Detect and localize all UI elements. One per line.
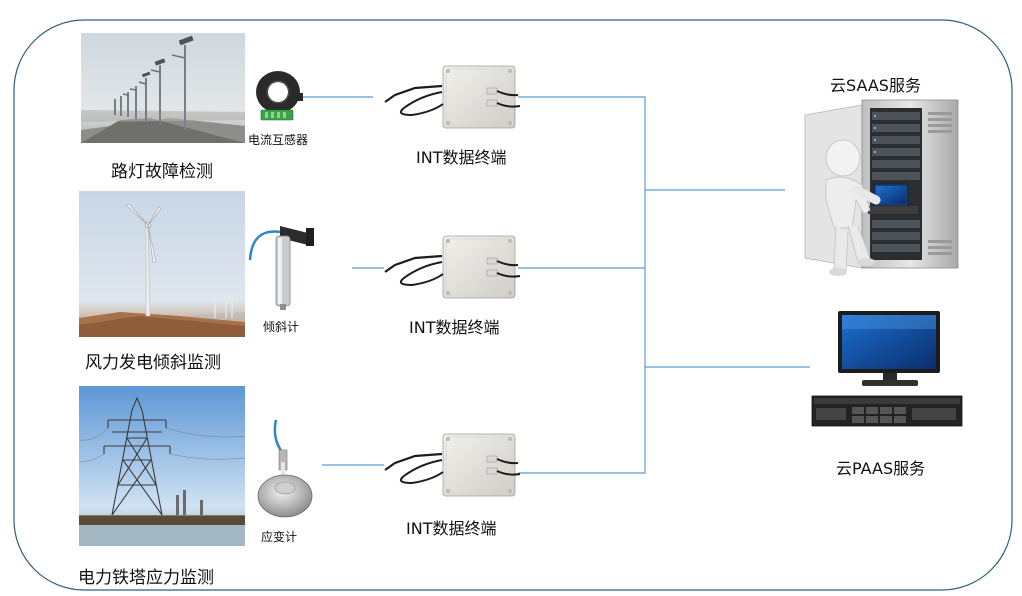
wind-turbine-photo: [79, 191, 245, 337]
terminal-box-icon: [384, 65, 521, 129]
terminal-label-1: INT数据终端: [416, 148, 507, 167]
person-figure: [825, 139, 881, 276]
terminal-box-icon: [384, 433, 521, 497]
terminal-box-icon: [384, 235, 521, 299]
sensor-label-inclinometer: 倾斜计: [263, 320, 300, 334]
server-rack-icon: [804, 99, 959, 276]
scene-label-wind: 风力发电倾斜监测: [85, 353, 221, 373]
current-transformer-icon: [256, 71, 303, 121]
paas-label: 云PAAS服务: [836, 459, 926, 478]
scene-label-tower: 电力铁塔应力监测: [78, 568, 214, 588]
scene-label-streetlight: 路灯故障检测: [111, 162, 213, 182]
desktop-computer-icon: [811, 311, 963, 427]
streetlight-photo: [81, 33, 245, 143]
inclinometer-icon: [248, 226, 314, 310]
connector-lines: [302, 96, 810, 474]
trunk-line: [518, 96, 646, 474]
power-tower-photo: [78, 386, 246, 546]
terminal-label-3: INT数据终端: [406, 519, 497, 538]
sensor-label-current-transformer: 电流互感器: [248, 133, 309, 147]
strain-gauge-icon: [257, 419, 313, 518]
terminal-label-2: INT数据终端: [409, 318, 500, 337]
outer-frame: [13, 19, 1013, 591]
sensor-label-strain-gauge: 应变计: [261, 530, 298, 544]
saas-label: 云SAAS服务: [830, 76, 921, 95]
